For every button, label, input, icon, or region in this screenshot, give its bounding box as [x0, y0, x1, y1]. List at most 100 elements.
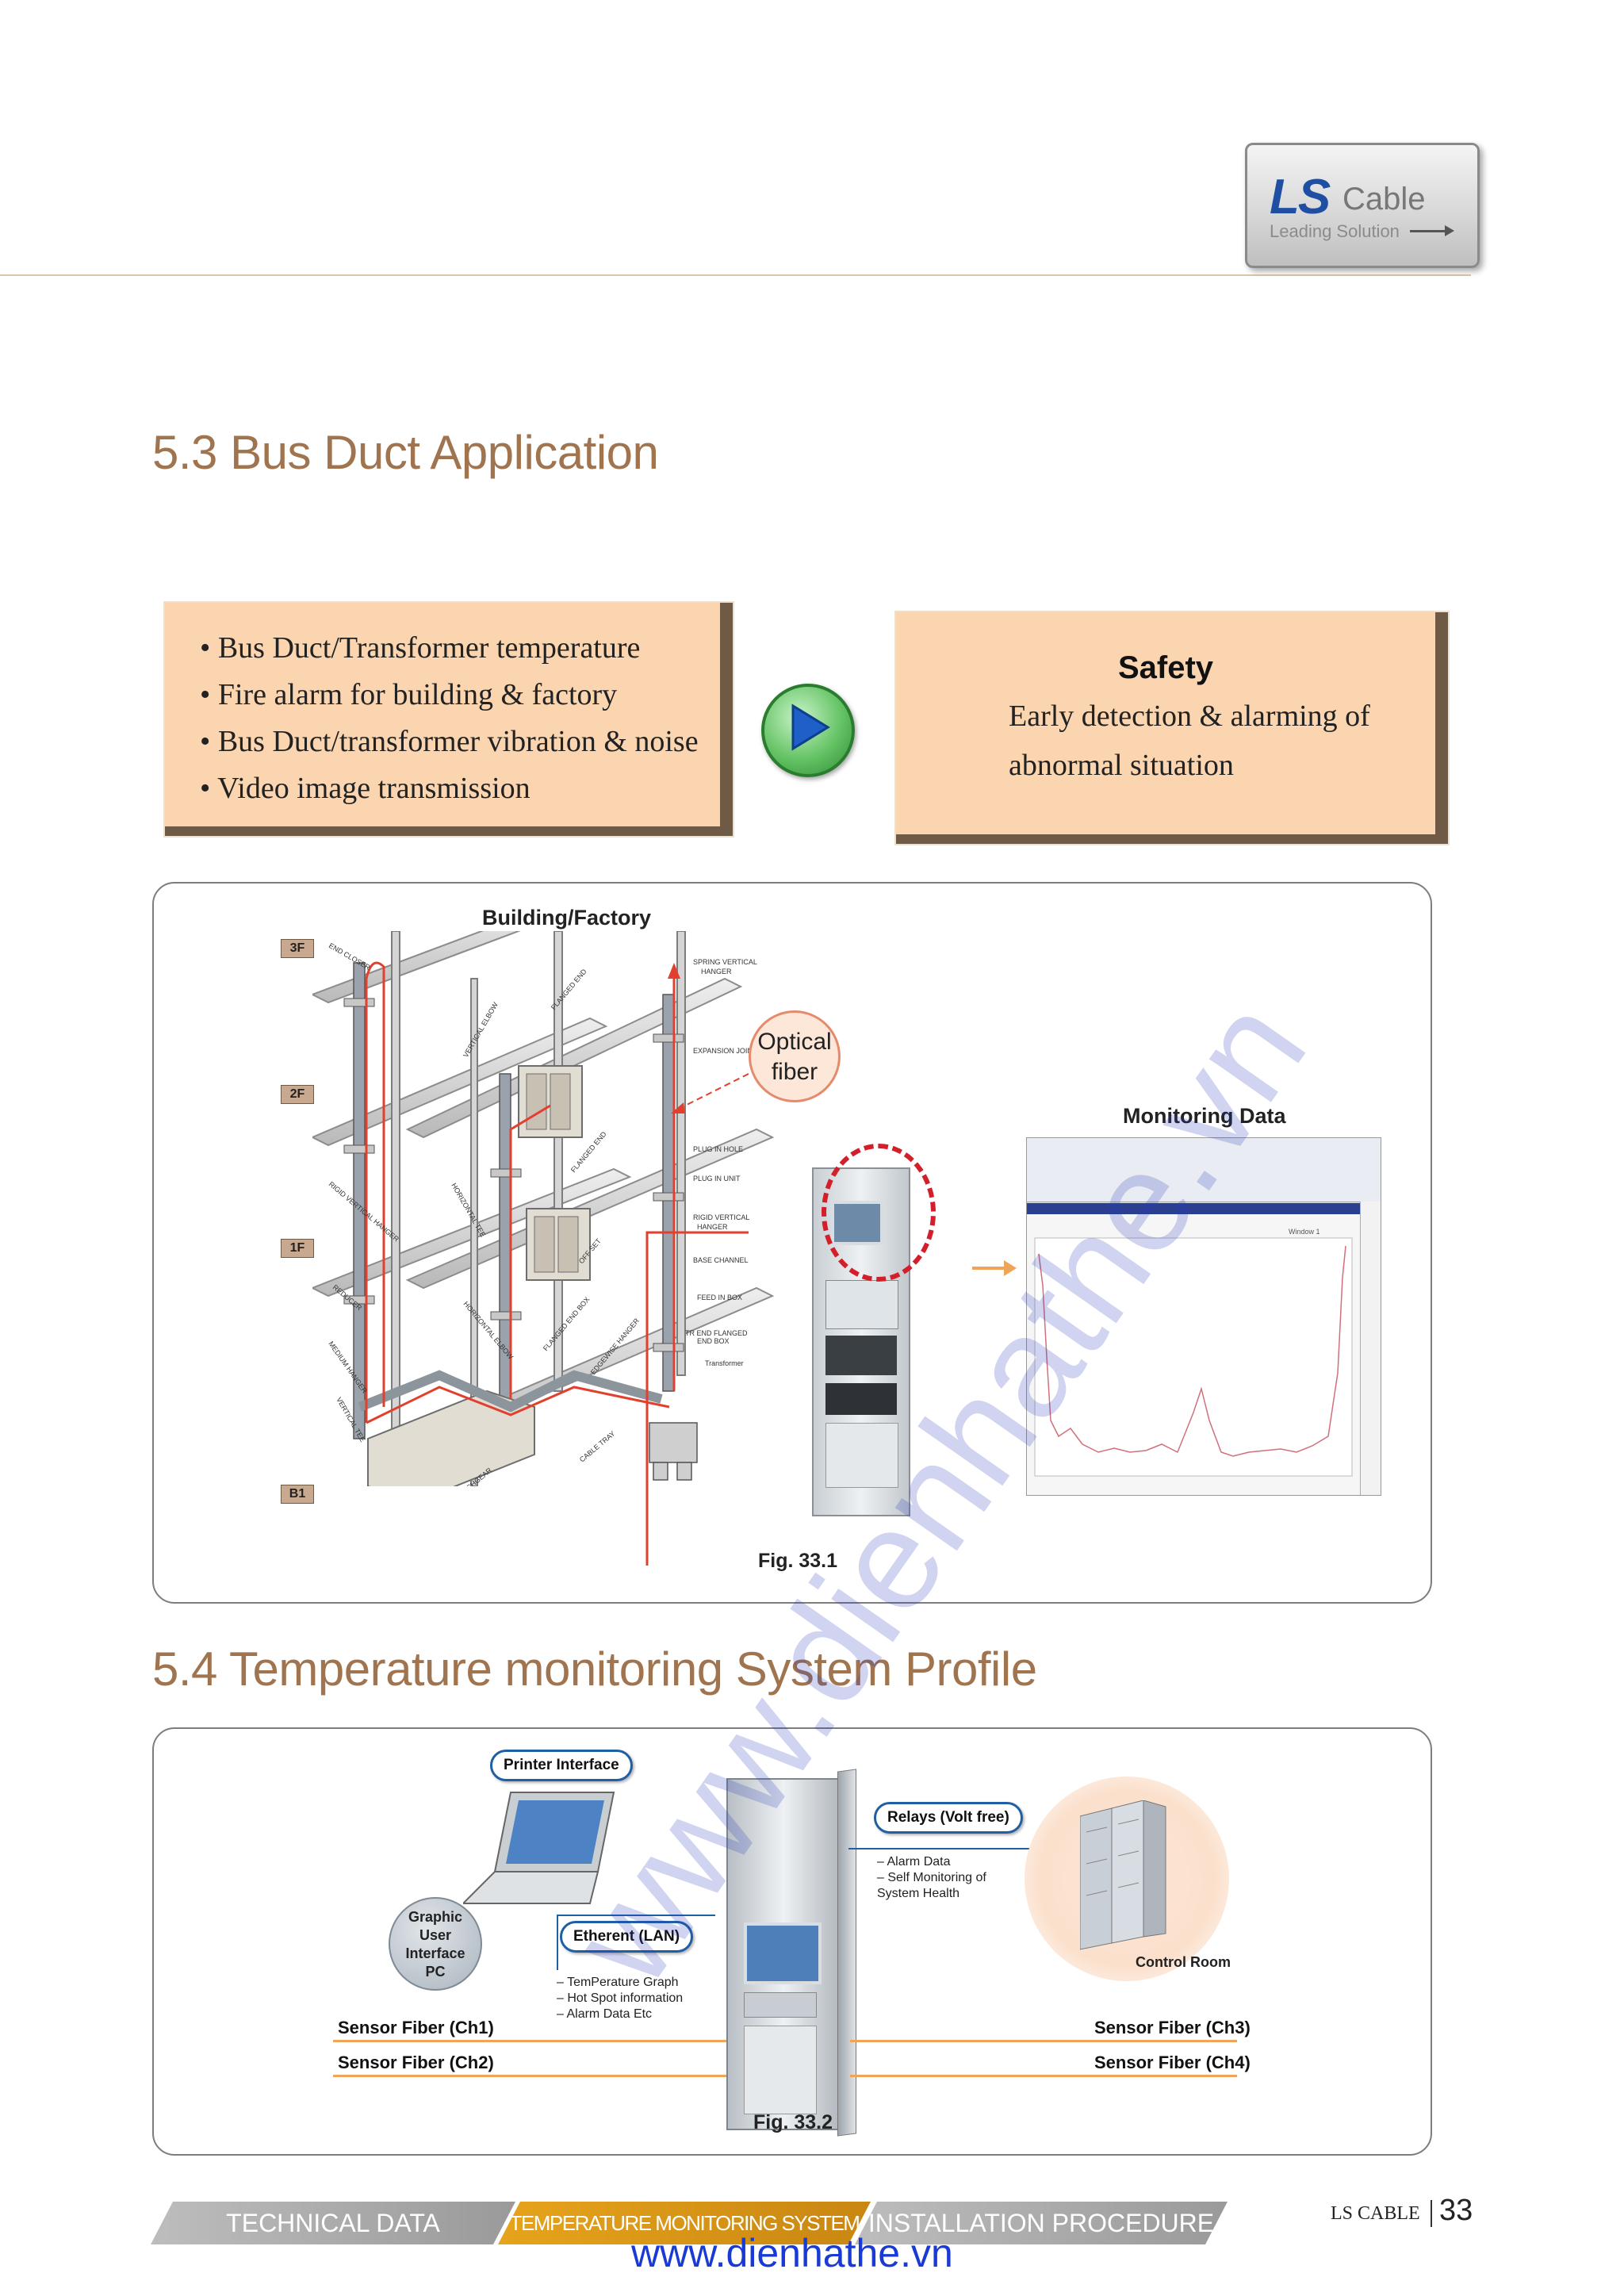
sensor-fiber-ch4: Sensor Fiber (Ch4) [1094, 2053, 1251, 2072]
optical-label-line1: Optical [757, 1029, 832, 1055]
dashed-arrow-icon [671, 1073, 749, 1114]
window-titlebar [1027, 1203, 1360, 1214]
fiber-connection-line [645, 1231, 749, 1566]
cabinet-door [837, 1769, 856, 2137]
svg-text:TR END FLANGED: TR END FLANGED [685, 1329, 748, 1337]
page-separator [1431, 2200, 1432, 2227]
fiber-line-ch4 [850, 2075, 1237, 2077]
svg-text:FEED IN BOX: FEED IN BOX [697, 1294, 742, 1301]
arrow-right-icon [972, 1260, 1017, 1276]
list-item: Bus Duct/transformer vibration & noise [200, 719, 699, 765]
cabinet-panel [825, 1280, 898, 1329]
svg-text:Window 1: Window 1 [1289, 1228, 1320, 1236]
svg-text:CABLE TRAY: CABLE TRAY [578, 1429, 617, 1463]
svg-text:END BOX: END BOX [697, 1337, 730, 1345]
list-item: Video image transmission [200, 765, 699, 812]
application-list: Bus Duct/Transformer temperature Fire al… [200, 625, 699, 812]
svg-text:PLUG IN HOLE: PLUG IN HOLE [693, 1145, 743, 1153]
gui-line4: PC [425, 1964, 446, 1980]
relay-list: Alarm Data Self Monitoring of System Hea… [877, 1854, 1004, 1902]
footer-brand: LS CABLE [1331, 2203, 1420, 2224]
header-divider [0, 274, 1471, 276]
printer-interface-label: Printer Interface [490, 1750, 633, 1781]
optical-fiber-callout: Optical fiber [749, 1010, 841, 1102]
keyboard-tray [744, 1992, 817, 2018]
control-room-circle: Control Room [1025, 1777, 1231, 1981]
ls-cable-logo: LS Cable Leading Solution [1245, 143, 1480, 268]
page-number: 33 [1439, 2194, 1473, 2227]
figure-33-1-panel: Building/Factory 3F 2F 1F B1 [152, 882, 1432, 1604]
floor-tag-2f: 2F [281, 1085, 314, 1104]
svg-text:EXPANSION JOINT: EXPANSION JOINT [693, 1047, 757, 1055]
list-item: Alarm Data Etc [557, 2007, 683, 2022]
side-panel [1360, 1202, 1381, 1495]
gui-line2: User [419, 1927, 452, 1943]
svg-text:RIGID VERTICAL: RIGID VERTICAL [693, 1213, 749, 1221]
svg-text:PLUG IN UNIT: PLUG IN UNIT [693, 1175, 741, 1182]
svg-text:Transformer: Transformer [705, 1359, 744, 1367]
fiber-line-ch1 [333, 2040, 726, 2042]
play-arrow-icon [761, 684, 855, 777]
cabinet-unit [744, 2026, 817, 2114]
list-item: Alarm Data [877, 1854, 1004, 1870]
logo-word: Cable [1342, 182, 1426, 217]
connector-line [557, 1915, 558, 1970]
list-item: Bus Duct/Transformer temperature [200, 625, 699, 672]
connector-line [557, 1915, 715, 1916]
relays-label: Relays (Volt free) [874, 1802, 1023, 1834]
monitoring-data-label: Monitoring Data [1123, 1104, 1286, 1128]
monitoring-screenshot: Window 1 [1026, 1137, 1381, 1496]
central-cabinet [726, 1778, 841, 2130]
sensor-fiber-ch3: Sensor Fiber (Ch3) [1094, 2018, 1251, 2037]
list-item: Hot Spot information [557, 1991, 683, 2007]
safety-title: Safety [1117, 650, 1214, 685]
connector-line [848, 1848, 1031, 1849]
svg-text:SPRING VERTICAL: SPRING VERTICAL [693, 958, 757, 966]
cabinet-unit [825, 1383, 897, 1415]
safety-box: Safety Early detection & alarming of abn… [896, 612, 1448, 844]
floor-tag-1f: 1F [281, 1239, 314, 1258]
svg-text:END CLOSER: END CLOSER [327, 941, 372, 972]
svg-text:FLANGED END BOX: FLANGED END BOX [542, 1295, 592, 1352]
logo-mark: LS [1270, 170, 1331, 224]
figure-33-2-panel: Printer Interface Graphic User Interface… [152, 1727, 1432, 2156]
logo-tagline: Leading Solution [1270, 221, 1400, 241]
site-url-link[interactable]: www.dienhathe.vn [631, 2231, 953, 2275]
cabinet-unit [825, 1336, 897, 1375]
cabinet-monitor [744, 1922, 822, 1984]
log-table [1027, 1138, 1381, 1202]
optical-label-line2: fiber [771, 1059, 818, 1085]
section-title-5-4: 5.4 Temperature monitoring System Profil… [152, 1642, 1037, 1696]
control-room-label: Control Room [1136, 1954, 1231, 1970]
floor-tag-3f: 3F [281, 939, 314, 958]
fiber-line-ch2 [333, 2075, 726, 2077]
temperature-graph: Window 1 [1027, 1214, 1360, 1495]
ethernet-label: Etherent (LAN) [560, 1921, 694, 1953]
server-racks-icon [1080, 1800, 1166, 1950]
application-list-box: Bus Duct/Transformer temperature Fire al… [165, 603, 733, 836]
sensor-fiber-ch1: Sensor Fiber (Ch1) [338, 2018, 494, 2037]
sensor-fiber-ch2: Sensor Fiber (Ch2) [338, 2053, 494, 2072]
list-item: Fire alarm for building & factory [200, 672, 699, 719]
fiber-line-ch3 [850, 2040, 1237, 2042]
svg-text:VERTICAL ELBOW: VERTICAL ELBOW [462, 1001, 500, 1059]
bus-duct-building-diagram: END CLOSER VERTICAL ELBOW FLANGED END SP… [312, 931, 775, 1486]
gui-pc-badge: Graphic User Interface PC [389, 1897, 482, 1991]
tab-technical-data[interactable]: TECHNICAL DATA [151, 2202, 515, 2244]
tab-installation-procedure[interactable]: INSTALLATION PROCEDURE [855, 2202, 1228, 2244]
svg-text:HANGER: HANGER [697, 1223, 728, 1231]
highlight-circle [822, 1144, 936, 1282]
figure-caption: Fig. 33.1 [758, 1550, 838, 1572]
laptop-icon [463, 1792, 615, 1904]
cabinet-unit [825, 1423, 898, 1488]
list-item: TemPerature Graph [557, 1975, 683, 1991]
building-factory-heading: Building/Factory [482, 906, 652, 930]
svg-text:BASE CHANNEL: BASE CHANNEL [693, 1256, 749, 1264]
figure-caption: Fig. 33.2 [753, 2111, 833, 2133]
ethernet-list: TemPerature Graph Hot Spot information A… [557, 1975, 683, 2022]
list-item: Self Monitoring of System Health [877, 1870, 1004, 1902]
floor-tag-b1: B1 [281, 1485, 314, 1504]
gui-line3: Interface [405, 1945, 465, 1961]
gui-line1: Graphic [408, 1909, 463, 1925]
svg-text:HANGER: HANGER [701, 968, 732, 976]
